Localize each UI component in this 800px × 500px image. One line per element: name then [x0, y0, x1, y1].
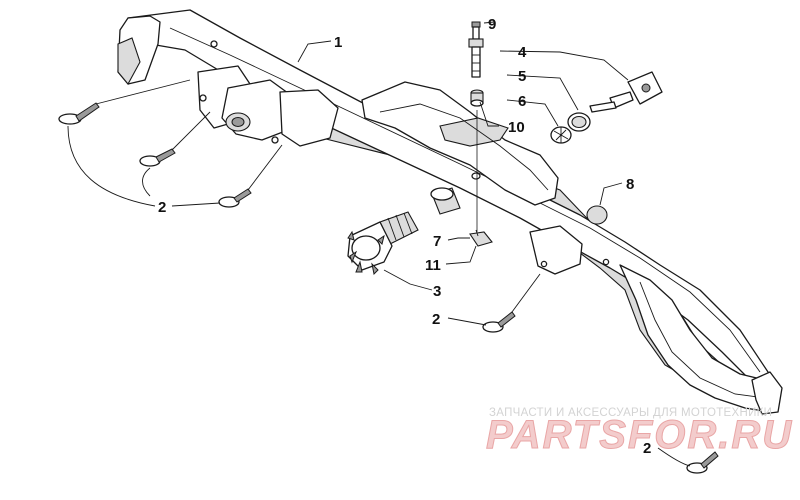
callout-6: 6	[518, 93, 526, 110]
watermark-brand: PARTSFOR.RU	[486, 413, 793, 457]
callout-5: 5	[518, 68, 526, 85]
leader-5	[506, 74, 579, 111]
housing-right-bar-hole	[602, 258, 610, 266]
screw-axis-2	[171, 111, 211, 151]
leader-9	[483, 21, 495, 24]
callout-2-upper-left: 2	[158, 199, 166, 216]
stud-part-9	[468, 21, 484, 78]
clip-part-11	[469, 229, 493, 247]
housing-center-hole	[471, 172, 481, 180]
callout-9: 9	[488, 16, 496, 33]
screw-axis-3	[247, 144, 283, 191]
leader-2a-left	[67, 125, 156, 207]
housing-screw-hole-2	[271, 136, 279, 144]
screw-center	[482, 311, 516, 333]
housing-center-recess	[439, 117, 509, 147]
leader-1	[297, 40, 332, 63]
leader-2a-right	[171, 202, 221, 207]
callout-2-center: 2	[432, 311, 440, 328]
plug-part-8	[586, 205, 608, 225]
callout-7: 7	[433, 233, 441, 250]
leader-10	[479, 101, 499, 127]
housing-part-1	[117, 9, 783, 415]
leader-2c	[657, 447, 691, 467]
callout-8: 8	[626, 176, 634, 193]
housing-right-pod-hole	[540, 260, 548, 268]
screw-axis-4	[511, 273, 541, 313]
callout-10: 10	[508, 119, 525, 136]
callout-1: 1	[334, 34, 342, 51]
callout-3: 3	[433, 283, 441, 300]
callout-4: 4	[518, 44, 527, 61]
housing-screw-hole-3	[210, 40, 218, 48]
watermark-tagline: ЗАПЧАСТИ И АКСЕССУАРЫ ДЛЯ МОТОТЕХНИКИ	[489, 407, 772, 419]
screw-lower-left	[218, 188, 252, 208]
ignition-switch-part-3	[347, 211, 419, 276]
leader-4	[499, 50, 629, 81]
housing-right-tab	[751, 371, 783, 415]
leader-2a-mid	[142, 167, 151, 197]
leader-8	[599, 182, 623, 206]
spacer-part-10	[470, 89, 484, 107]
callout-11: 11	[425, 257, 441, 274]
housing-screw-hole-1	[199, 94, 207, 102]
key-part-4	[589, 71, 663, 113]
leader-6	[506, 99, 559, 127]
leader-7	[447, 237, 470, 241]
leader-lines	[67, 21, 691, 467]
screw-upper-left	[58, 102, 100, 125]
housing-pod-socket-hole	[231, 117, 245, 127]
screw-axis-1	[95, 79, 191, 105]
sleeve-part-7	[430, 187, 461, 215]
housing-right-arm-edge	[639, 281, 766, 399]
ring-part-5	[567, 112, 591, 132]
housing-pod-right	[279, 89, 339, 147]
housing-left-mount-face	[117, 37, 141, 85]
callout-2-bottom-right: 2	[643, 440, 651, 457]
leader-2b	[447, 317, 487, 326]
leader-3	[383, 269, 433, 291]
housing-center-contour	[379, 103, 549, 191]
screw-middle-left	[139, 148, 176, 167]
screw-bottom-right	[686, 451, 719, 474]
washer-part-6	[550, 126, 572, 144]
leader-11	[445, 245, 477, 265]
